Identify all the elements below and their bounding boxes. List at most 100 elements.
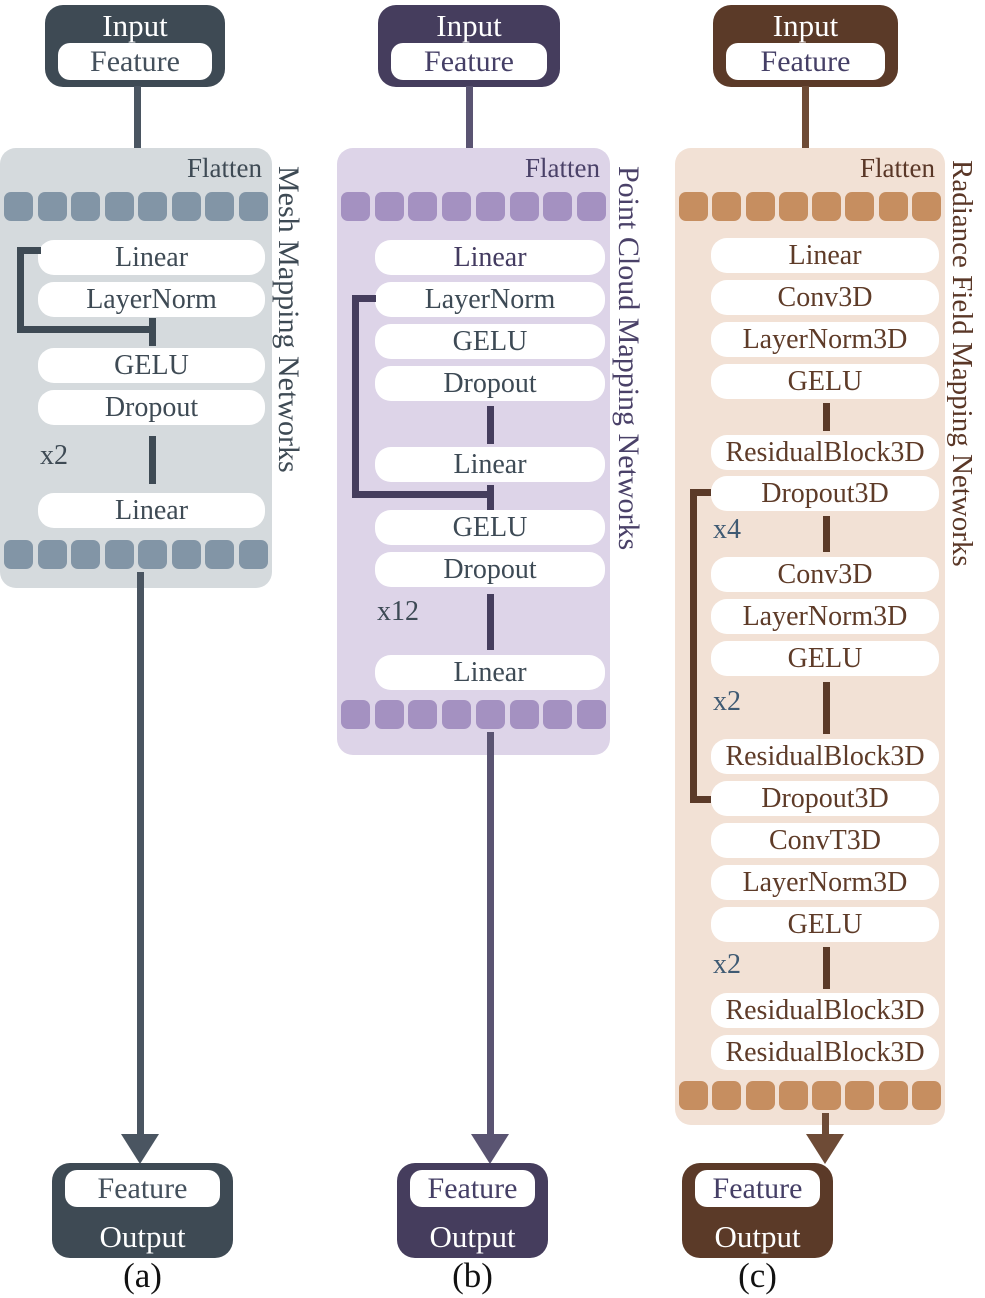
token-square (71, 192, 101, 221)
skip-connection-horizontal (17, 326, 156, 333)
layer-gelu-1: GELU (375, 324, 605, 359)
flatten-label: Flatten (187, 153, 262, 183)
token-square (911, 192, 941, 221)
token-square (374, 700, 404, 729)
layer-dropout-1: Dropout (375, 366, 605, 401)
layer-residualblock3d-2: ResidualBlock3D (711, 739, 939, 774)
token-square (171, 192, 201, 221)
input-feature-box: Input Feature (45, 5, 225, 87)
layer-layernorm: LayerNorm (375, 282, 605, 317)
token-square (812, 1081, 842, 1110)
connector-line (487, 406, 494, 444)
token-square (712, 1081, 742, 1110)
token-square (911, 1081, 941, 1110)
output-feature-box: Feature Output (397, 1163, 548, 1258)
input-label: Input (102, 8, 168, 43)
skip-connection-stub-top (690, 489, 711, 496)
token-square (138, 192, 168, 221)
output-arrow-head (806, 1134, 844, 1164)
feature-label: Feature (760, 44, 851, 78)
token-square (4, 540, 33, 569)
output-arrow-line (137, 572, 144, 1136)
skip-connection-vertical (690, 489, 697, 803)
token-square (205, 192, 235, 221)
token-square (812, 192, 842, 221)
panel-radiance-field-mapping: Flatten Linear Conv3D LayerNorm3D GELU R… (675, 148, 945, 1125)
input-arrow-line (134, 86, 141, 160)
caption-c: (c) (738, 1256, 777, 1295)
input-feature-box: Input Feature (713, 5, 898, 87)
repeat-label: x2 (40, 440, 68, 471)
connector-line (823, 516, 830, 552)
token-square (37, 192, 67, 221)
token-row (341, 192, 606, 221)
token-square (543, 700, 573, 729)
token-square (778, 192, 808, 221)
repeat-label: x12 (377, 596, 419, 627)
panel-point-cloud-mapping: Flatten Linear LayerNorm GELU Dropout Li… (337, 148, 610, 755)
layer-residualblock3d-4: ResidualBlock3D (711, 1035, 939, 1070)
token-square (104, 540, 134, 569)
layer-gelu-2: GELU (375, 510, 605, 545)
output-arrow-line (822, 1113, 829, 1136)
layer-gelu-1: GELU (711, 364, 939, 399)
side-label-radiance-field: Radiance Field Mapping Networks (946, 160, 978, 567)
input-arrow-line (802, 86, 809, 160)
token-square (171, 540, 201, 569)
token-square (745, 1081, 775, 1110)
input-label: Input (772, 8, 839, 43)
layer-gelu: GELU (38, 348, 265, 383)
caption-a: (a) (123, 1256, 162, 1295)
token-square (4, 192, 33, 221)
layer-layernorm3d-2: LayerNorm3D (711, 599, 939, 634)
feature-label: Feature (712, 1171, 803, 1205)
layer-layernorm3d-3: LayerNorm3D (711, 865, 939, 900)
layer-layernorm3d-1: LayerNorm3D (711, 322, 939, 357)
token-square (442, 700, 472, 729)
skip-connection-stub (17, 247, 41, 254)
token-square (475, 192, 505, 221)
token-square (374, 192, 404, 221)
connector-line (823, 403, 830, 431)
output-arrow-head (121, 1134, 159, 1164)
token-square (238, 540, 268, 569)
output-label: Output (429, 1219, 516, 1254)
input-label: Input (436, 8, 502, 43)
token-square (576, 700, 606, 729)
connector-line (823, 947, 830, 989)
token-row (341, 700, 606, 729)
token-square (205, 540, 235, 569)
connector-line (487, 594, 494, 650)
layer-linear-2: Linear (38, 493, 265, 528)
skip-connection-stub-bottom (690, 796, 711, 803)
token-square (679, 192, 708, 221)
token-row (679, 1081, 941, 1110)
layer-linear-2: Linear (375, 447, 605, 482)
token-square (341, 700, 370, 729)
layer-residualblock3d-3: ResidualBlock3D (711, 993, 939, 1028)
layer-dropout-2: Dropout (375, 552, 605, 587)
output-feature-pill: Feature (65, 1170, 220, 1207)
skip-connection-vertical (352, 295, 359, 498)
token-square (878, 1081, 908, 1110)
token-square (745, 192, 775, 221)
input-feature-pill: Feature (726, 43, 885, 80)
output-feature-pill: Feature (695, 1170, 820, 1207)
side-label-point-cloud: Point Cloud Mapping Networks (612, 166, 645, 551)
token-square (408, 192, 438, 221)
connector-line (149, 436, 156, 484)
layer-gelu-3: GELU (711, 907, 939, 942)
layer-dropout: Dropout (38, 390, 265, 425)
feature-label: Feature (427, 1171, 518, 1205)
layer-conv3d-1: Conv3D (711, 280, 939, 315)
token-row (679, 192, 941, 221)
token-square (475, 700, 505, 729)
repeat-label-x4: x4 (713, 514, 741, 545)
layer-layernorm: LayerNorm (38, 282, 265, 317)
layer-linear-1: Linear (38, 240, 265, 275)
skip-connection-horizontal (352, 491, 494, 498)
panel-mesh-mapping: Flatten Linear LayerNorm GELU Dropout x2… (0, 148, 272, 588)
input-arrow-line (466, 86, 473, 160)
token-square (543, 192, 573, 221)
